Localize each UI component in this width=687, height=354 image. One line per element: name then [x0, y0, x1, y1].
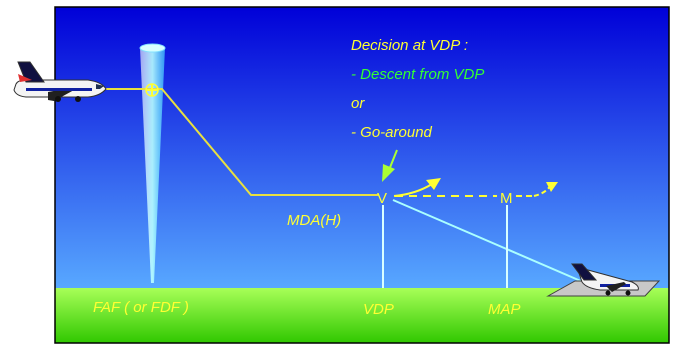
airplane-icon-right — [571, 263, 639, 296]
m-marker: M — [500, 190, 513, 207]
faf-beam-top — [139, 43, 166, 53]
frame-border — [54, 6, 670, 344]
v-marker: V — [377, 190, 387, 207]
airplane-icon-left — [13, 61, 107, 102]
yellow-arrow-icon-map — [546, 182, 558, 192]
decision-or: or — [351, 95, 365, 112]
decision-option-go-around: - Go-around — [351, 124, 433, 141]
approach-path — [104, 88, 378, 196]
yellow-arrow-icon — [426, 178, 441, 190]
green-arrow-icon — [382, 164, 395, 182]
vdp-go-around-path — [393, 183, 433, 197]
ground — [55, 288, 669, 343]
faf-label: FAF ( or FDF ) — [93, 299, 189, 316]
map-label: MAP — [488, 301, 521, 318]
faf-cross-icon — [145, 83, 159, 97]
decision-option-descent: - Descent from VDP — [351, 66, 484, 83]
decision-title: Decision at VDP : — [351, 37, 468, 54]
mda-label: MDA(H) — [287, 212, 341, 229]
descent-path — [392, 199, 591, 286]
green-arrow-shaft — [388, 149, 398, 171]
vdp-label: VDP — [363, 301, 394, 318]
faf-beam — [140, 48, 165, 283]
